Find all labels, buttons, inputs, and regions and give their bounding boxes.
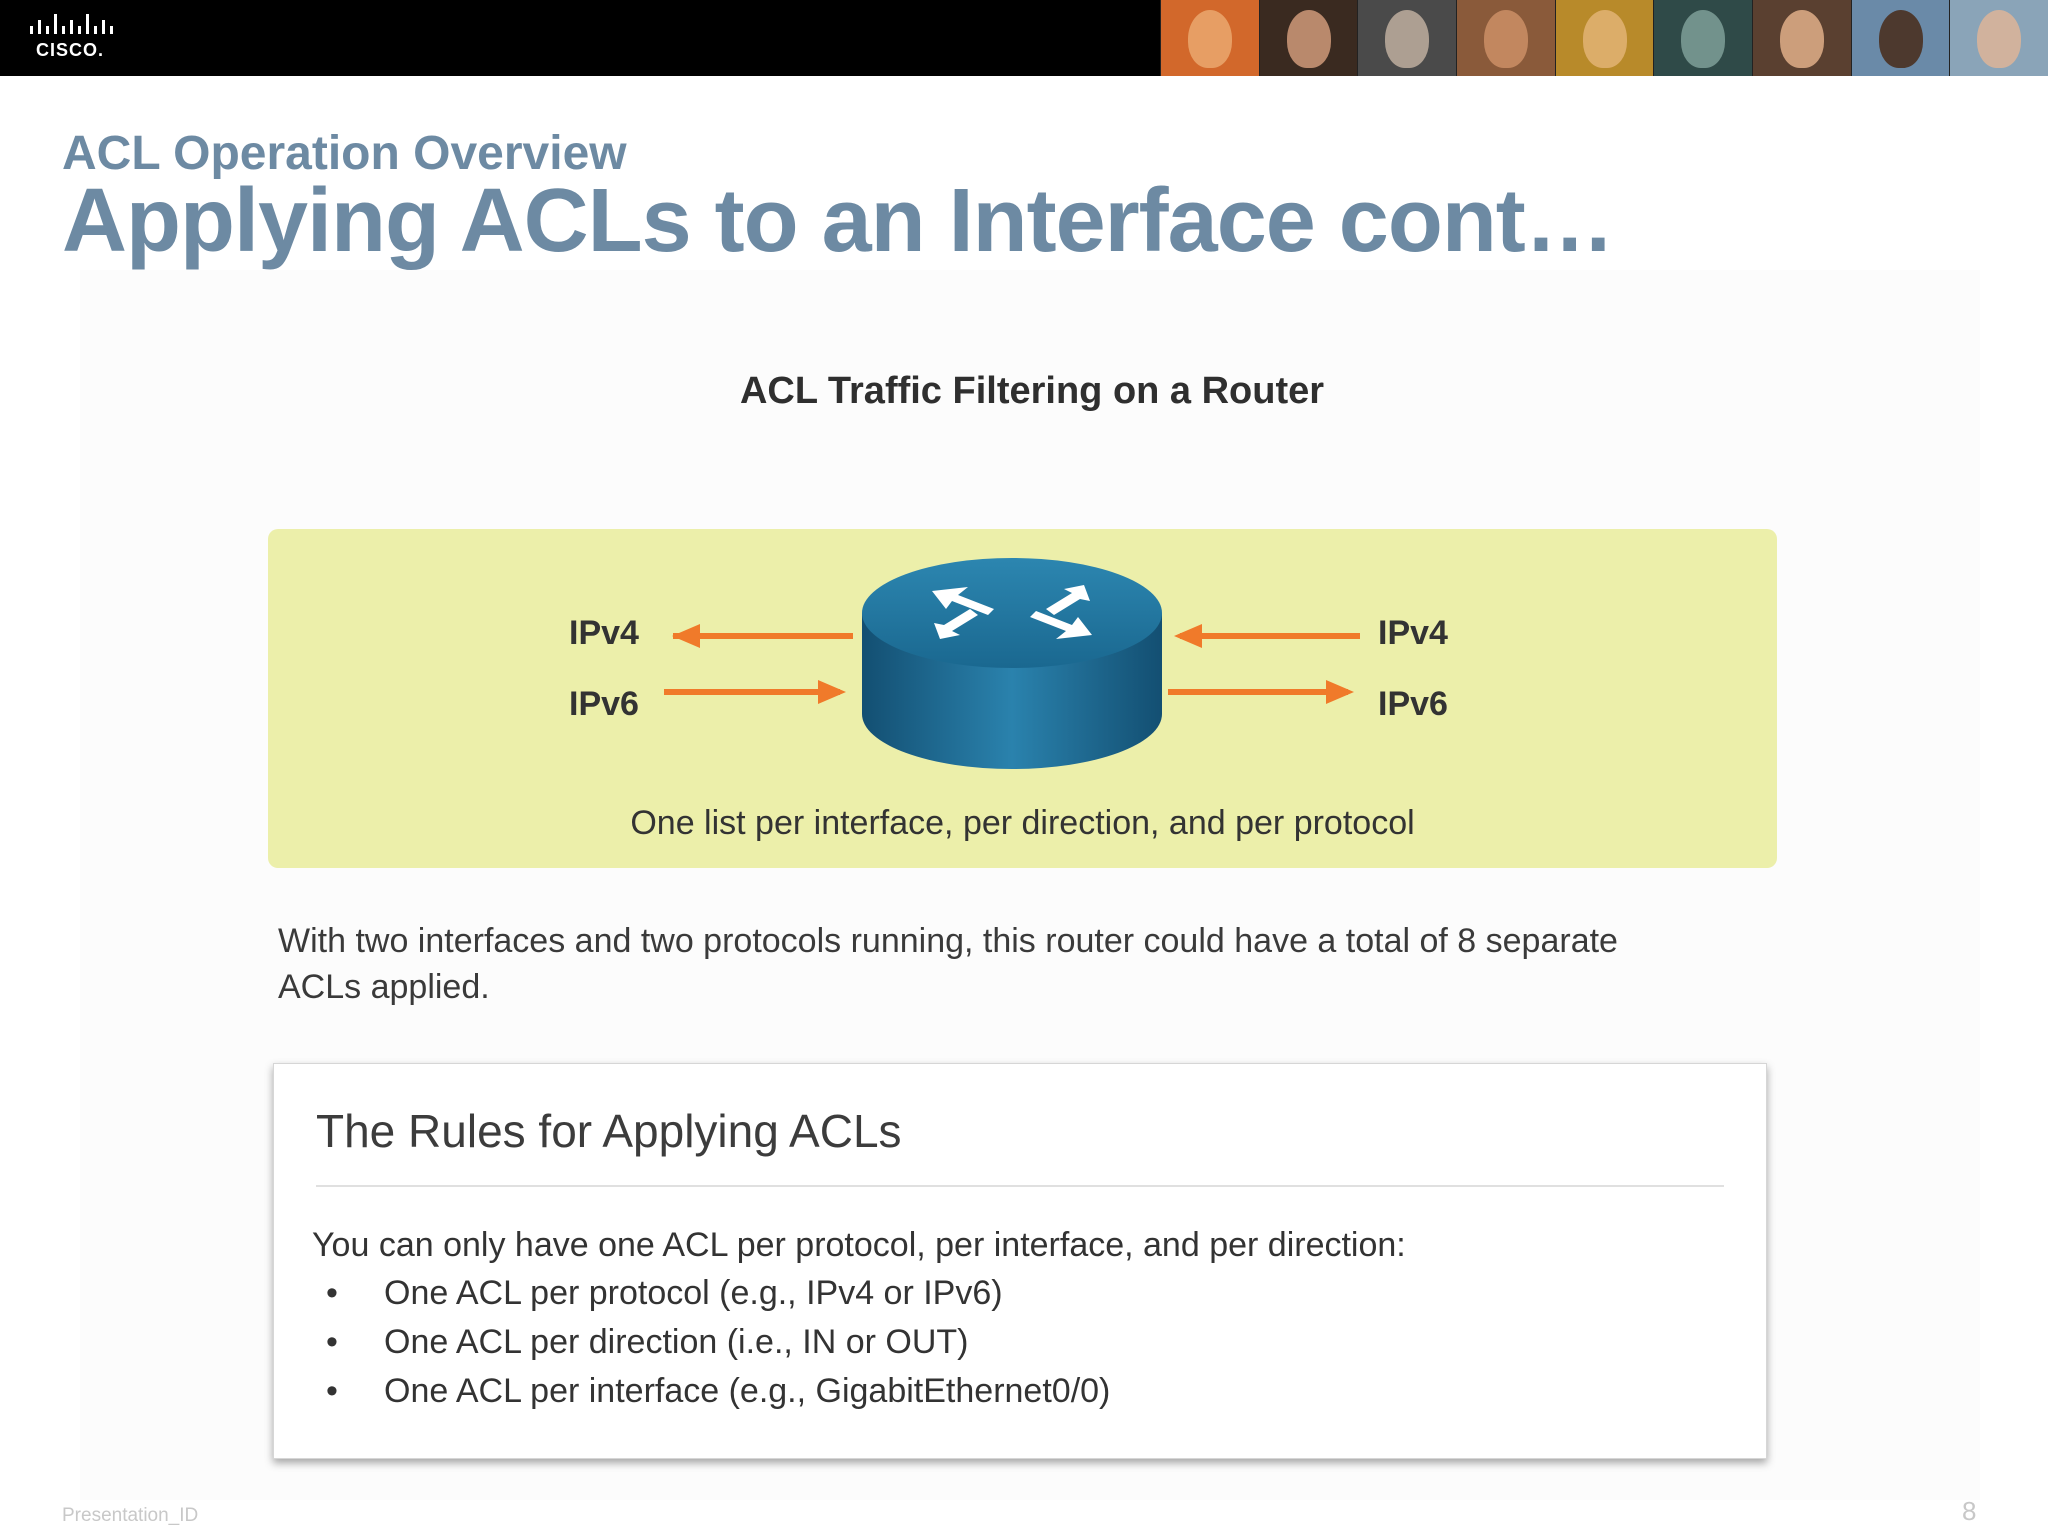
bullet-icon: • (326, 1274, 338, 1312)
photo-5 (1554, 0, 1654, 76)
explanation-paragraph: With two interfaces and two protocols ru… (278, 922, 1618, 1006)
photo-6 (1653, 0, 1753, 76)
left-ipv6-arrow (664, 680, 846, 704)
slide-number: 8 (1962, 1496, 1977, 1526)
rule-text: One ACL per protocol (e.g., IPv4 or IPv6… (384, 1274, 1003, 1312)
photo-8 (1850, 0, 1950, 76)
rules-intro: You can only have one ACL per protocol, … (312, 1226, 1406, 1264)
cisco-logo-text: CISCO. (36, 40, 105, 60)
slide-subtitle: ACL Operation Overview (62, 127, 627, 180)
rule-text: One ACL per direction (i.e., IN or OUT) (384, 1323, 969, 1361)
right-ipv4-label: IPv4 (1378, 614, 1448, 652)
photo-7 (1752, 0, 1851, 76)
right-ipv4-arrow (1174, 624, 1360, 648)
router-diagram (664, 558, 1360, 769)
photo-4 (1456, 0, 1555, 76)
bullet-icon: • (326, 1323, 338, 1361)
cisco-logo: CISCO. (28, 14, 138, 64)
rules-list: • One ACL per protocol (e.g., IPv4 or IPv… (312, 1274, 1110, 1421)
photo-3 (1357, 0, 1457, 76)
diagram-caption: One list per interface, per direction, a… (630, 804, 1415, 842)
presentation-id: Presentation_ID (62, 1505, 199, 1526)
bullet-icon: • (326, 1372, 338, 1410)
list-item: • One ACL per direction (i.e., IN or OUT) (312, 1323, 1110, 1372)
photo-1 (1160, 0, 1259, 76)
cisco-bars-icon (30, 14, 113, 34)
rule-text: One ACL per interface (e.g., GigabitEthe… (384, 1372, 1111, 1410)
rules-divider (316, 1185, 1724, 1187)
list-item: • One ACL per protocol (e.g., IPv4 or IPv… (312, 1274, 1110, 1323)
list-item: • One ACL per interface (e.g., GigabitEth… (312, 1372, 1110, 1421)
figure-title: ACL Traffic Filtering on a Router (739, 370, 1325, 412)
left-ipv4-arrow (672, 624, 853, 648)
header-bar: CISCO. (0, 0, 2048, 76)
photo-2 (1258, 0, 1358, 76)
router-icon (862, 558, 1162, 769)
right-ipv6-arrow (1168, 680, 1354, 704)
left-ipv6-label: IPv6 (569, 685, 639, 723)
slide-title: Applying ACLs to an Interface cont… (62, 171, 1615, 271)
rules-box: The Rules for Applying ACLs You can only… (273, 1063, 1767, 1459)
left-ipv4-label: IPv4 (569, 614, 639, 652)
right-ipv6-label: IPv6 (1378, 685, 1448, 723)
rules-heading: The Rules for Applying ACLs (316, 1105, 902, 1157)
photo-9 (1949, 0, 2048, 76)
photo-strip (1160, 0, 2048, 76)
